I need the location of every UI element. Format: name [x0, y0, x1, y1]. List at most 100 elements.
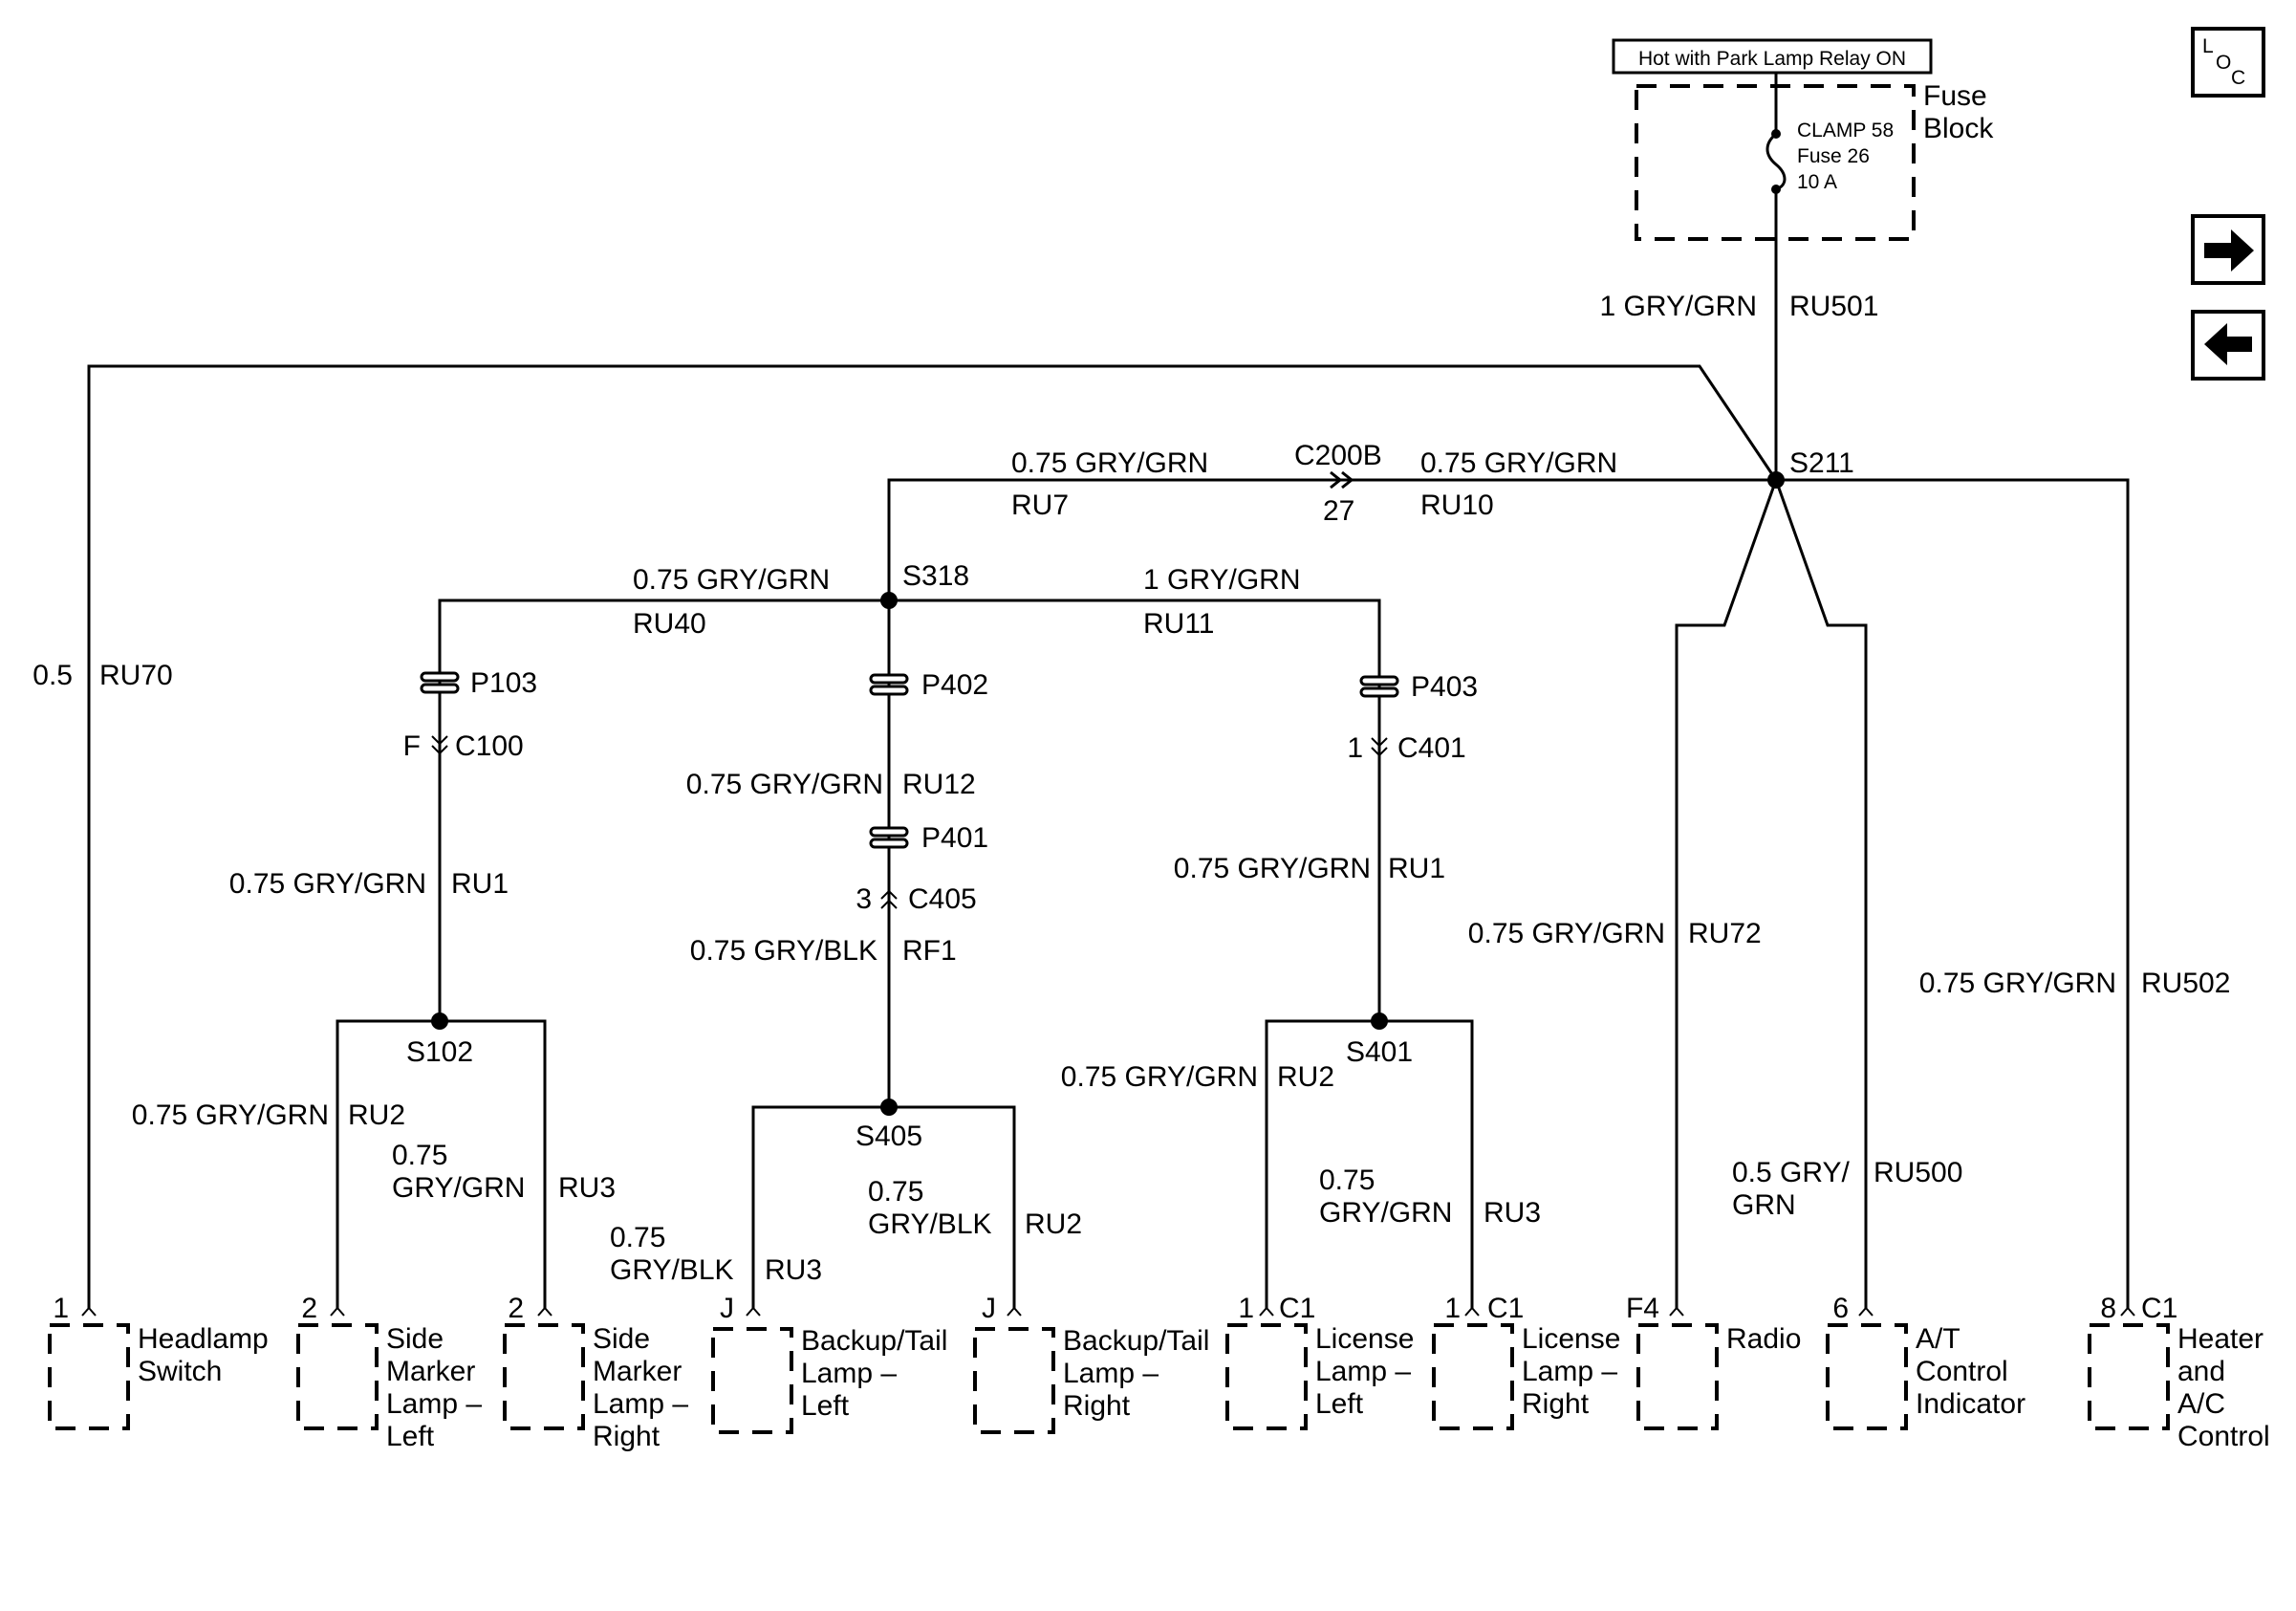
wire-label-ru70-circuit: RU70 [99, 660, 173, 691]
wire-labels: 1 GRY/GRN RU501 0.75 GRY/GRN RU7 0.75 GR… [32, 291, 2230, 1286]
loc-button-l: L [2202, 35, 2214, 57]
splice-s401-dot [1371, 1012, 1388, 1030]
component-at-control-indicator-line1: A/T [1916, 1323, 1960, 1355]
wire-label-right-ru3-circuit: RU3 [1484, 1197, 1541, 1229]
fuse-block: Hot with Park Lamp Relay ON CLAMP 58 Fus… [1612, 38, 1994, 241]
wire-label-ru500-size: 0.5 GRY/ [1732, 1157, 1851, 1188]
connector-c405: 3 C405 [856, 883, 976, 915]
wire-s405-ru2 [889, 1105, 1016, 1308]
grommet-p401-label: P401 [921, 822, 988, 854]
wire-label-ru72-color: 0.75 GRY/GRN [1468, 918, 1665, 949]
grommet-p403: P403 [1359, 671, 1478, 703]
next-page-button[interactable] [2191, 214, 2265, 285]
wire-label-left-ru2-circuit: RU2 [348, 1099, 405, 1131]
wire-ru10-ru7 [887, 478, 1776, 600]
splice-s318-label: S318 [902, 560, 969, 592]
component-license-lamp-right-line3: Right [1522, 1388, 1590, 1420]
splices: S211 S318 S102 S405 S401 [406, 447, 1854, 1152]
component-side-marker-left-outline [296, 1323, 379, 1430]
wire-label-ru11-circuit: RU11 [1143, 608, 1214, 640]
component-radio: F4 Radio [1626, 1293, 1801, 1430]
component-license-lamp-left-line3: Left [1315, 1388, 1364, 1420]
wire-label-ru40-color: 0.75 GRY/GRN [633, 564, 830, 596]
wires [87, 189, 2130, 1308]
splice-s318-dot [880, 592, 898, 609]
wire-label-left-ru3-size: 0.75 [392, 1140, 447, 1171]
component-radio-line1: Radio [1726, 1323, 1801, 1355]
wire-label-right-ru2-circuit: RU2 [1277, 1061, 1334, 1093]
arrow-right-icon [2204, 229, 2254, 272]
component-backup-tail-right-pin: J [982, 1293, 996, 1324]
connector-c401-pin: 1 [1347, 732, 1363, 764]
wire-label-ru10-color: 0.75 GRY/GRN [1420, 447, 1617, 479]
connector-c405-pin: 3 [856, 883, 872, 915]
component-license-lamp-right-line1: License [1522, 1323, 1620, 1355]
splice-s405-label: S405 [856, 1121, 922, 1152]
component-side-marker-left-line1: Side [386, 1323, 444, 1355]
wire-label-ru12-color: 0.75 GRY/GRN [686, 769, 883, 800]
component-backup-tail-right-line3: Right [1063, 1390, 1131, 1422]
component-heater-ac-control-line2: and [2177, 1356, 2225, 1387]
wire-label-ru7-circuit: RU7 [1011, 490, 1069, 521]
wire-label-mid-ru2-color: GRY/BLK [868, 1208, 992, 1240]
wire-label-mid-ru3-color: GRY/BLK [610, 1254, 734, 1286]
wire-label-ru502-circuit: RU502 [2141, 968, 2230, 999]
connector-c200b-symbol-a [1330, 470, 1343, 490]
fuse-clamp-label: CLAMP 58 [1797, 120, 1894, 142]
grommet-p402: P402 [869, 669, 988, 701]
fuse-block-name-line2: Block [1923, 113, 1994, 144]
wire-label-mid-ru2-circuit: RU2 [1025, 1208, 1082, 1240]
wire-label-right-ru1-color: 0.75 GRY/GRN [1174, 853, 1371, 884]
component-side-marker-right: 2 Side Marker Lamp – Right [503, 1293, 688, 1452]
prev-page-button[interactable] [2191, 310, 2265, 381]
fuse-block-name-line1: Fuse [1923, 80, 1987, 112]
splice-s211-label: S211 [1789, 447, 1854, 479]
components: 1 Headlamp Switch 2 Side Marker Lamp – L… [48, 1293, 2270, 1452]
inline-connectors: F C100 3 C405 1 C401 [403, 730, 1466, 915]
component-license-lamp-right-conn: C1 [1487, 1293, 1524, 1324]
loc-button[interactable]: L O C [2191, 27, 2265, 98]
component-at-control-indicator-line2: Control [1916, 1356, 2008, 1387]
component-side-marker-right-line3: Lamp – [593, 1388, 688, 1420]
wire-label-rf1-circuit: RF1 [902, 935, 957, 967]
component-side-marker-right-line2: Marker [593, 1356, 682, 1387]
splice-s211-dot [1767, 471, 1785, 489]
component-backup-tail-right-line1: Backup/Tail [1063, 1325, 1209, 1357]
component-side-marker-left-line3: Lamp – [386, 1388, 482, 1420]
wire-s401-ru3 [1379, 1019, 1474, 1308]
wire-ru502 [1776, 478, 2130, 1308]
component-headlamp-switch-pin: 1 [53, 1293, 69, 1324]
component-license-lamp-left-line2: Lamp – [1315, 1356, 1411, 1387]
fuse-block-header-box [1612, 38, 1933, 75]
component-license-lamp-right-outline [1432, 1323, 1514, 1430]
connector-c100: F C100 [403, 730, 524, 762]
component-at-control-indicator-pin: 6 [1832, 1293, 1849, 1324]
loc-button-o: O [2216, 52, 2231, 74]
wire-label-ru501-color: 1 GRY/GRN [1600, 291, 1758, 322]
component-side-marker-right-line4: Right [593, 1421, 661, 1452]
wire-ru70 [87, 364, 1778, 1308]
wire-label-left-ru1-circuit: RU1 [451, 868, 509, 900]
connector-c401: 1 C401 [1347, 732, 1465, 764]
wire-s102-ru3 [440, 1019, 547, 1308]
wire-label-ru500-color: GRN [1732, 1189, 1796, 1221]
wire-s401-ru2 [1265, 1019, 1379, 1308]
arrow-left-icon [2204, 323, 2252, 365]
wire-s102-ru2 [336, 1019, 440, 1308]
component-backup-tail-right: J Backup/Tail Lamp – Right [973, 1293, 1209, 1434]
fuse-number-label: Fuse 26 [1797, 145, 1870, 167]
splice-s102-dot [431, 1012, 448, 1030]
grommet-p402-label: P402 [921, 669, 988, 701]
wire-label-left-ru3-circuit: RU3 [558, 1172, 616, 1204]
wire-label-ru12-circuit: RU12 [902, 769, 976, 800]
wire-label-rf1-color: 0.75 GRY/BLK [690, 935, 877, 967]
wire-ru72 [1675, 479, 1778, 1308]
wire-label-ru11-color: 1 GRY/GRN [1143, 564, 1301, 596]
component-side-marker-left-pin: 2 [301, 1293, 317, 1324]
component-at-control-indicator-outline [1826, 1323, 1908, 1430]
wire-label-right-ru2-color: 0.75 GRY/GRN [1061, 1061, 1258, 1093]
wire-label-ru70-color: 0.5 [32, 660, 73, 691]
component-heater-ac-control-line4: Control [2177, 1421, 2270, 1452]
component-backup-tail-left-line3: Left [801, 1390, 850, 1422]
fuse-block-header: Hot with Park Lamp Relay ON [1638, 48, 1906, 70]
